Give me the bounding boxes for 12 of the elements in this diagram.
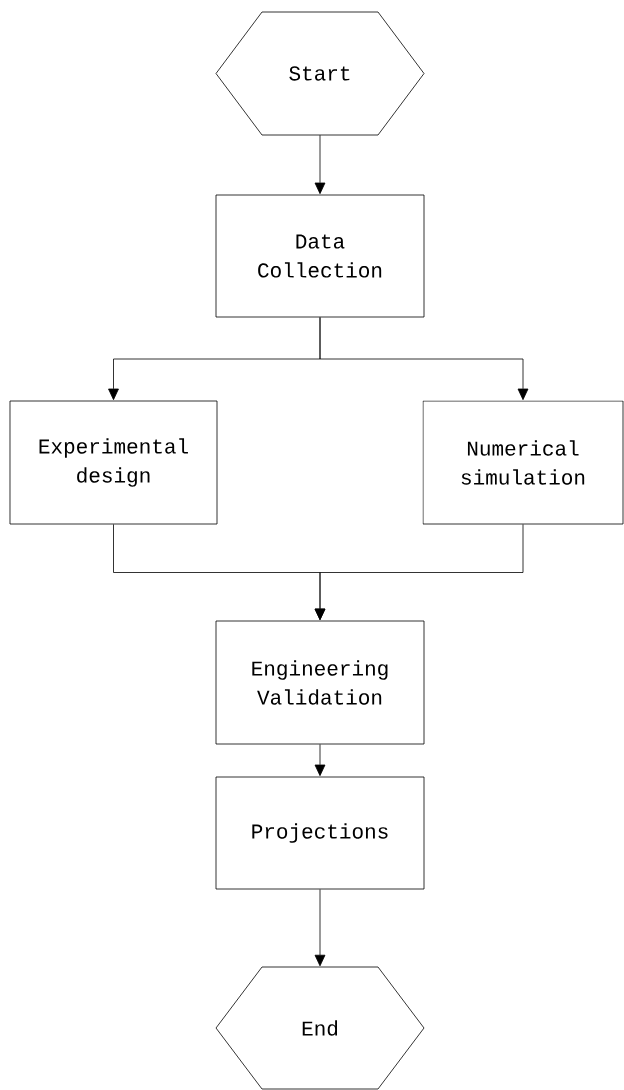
process-box: Numerical simulation (422, 400, 624, 525)
arrow (314, 744, 326, 777)
terminal-hexagon: End (215, 966, 425, 1090)
arrow (319, 317, 529, 401)
process-box: Data Collection (215, 194, 425, 318)
arrow (314, 134, 326, 195)
arrow (314, 524, 524, 621)
process-box: Projections (215, 776, 425, 890)
process-box: Engineering Validation (215, 620, 425, 745)
terminal-hexagon: Start (215, 11, 425, 136)
arrow (314, 889, 326, 967)
process-box: Experimental design (9, 400, 218, 525)
